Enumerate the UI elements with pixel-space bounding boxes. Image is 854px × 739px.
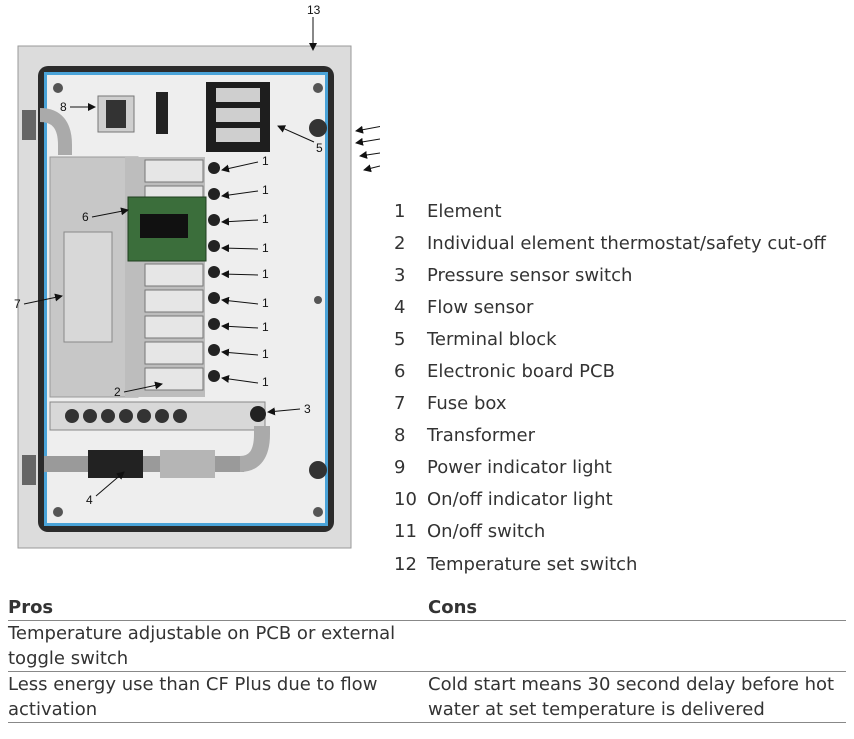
legend-item: 7 Fuse box [394, 388, 834, 420]
legend-label: Element [427, 200, 502, 222]
legend-label: Pressure sensor switch [427, 264, 633, 286]
legend-label: Transformer [427, 425, 536, 447]
svg-text:1: 1 [262, 296, 269, 310]
cons-cell: Cold start means 30 second delay before … [428, 674, 835, 720]
legend-item: 6 Electronic board PCB [394, 355, 834, 387]
legend-num: 2 [394, 232, 406, 254]
legend-label: Flow sensor [427, 296, 534, 318]
callout-7: 7 [14, 293, 63, 311]
heater-diagram: 13 8 5 9 10 11 12 6 7 2 3 4 [14, 3, 380, 549]
legend-num: 10 [394, 489, 417, 511]
legend-num: 12 [394, 553, 417, 575]
legend-item: 11 On/off switch [394, 516, 834, 548]
legend-label: Power indicator light [427, 457, 612, 479]
svg-text:6: 6 [82, 210, 89, 224]
callout-8: 8 [60, 100, 96, 114]
callout-13: 13 [307, 3, 321, 51]
pros-cell: Less energy use than CF Plus due to flow… [8, 674, 378, 720]
legend-num: 11 [394, 521, 417, 543]
legend-item: 9 Power indicator light [394, 452, 834, 484]
element-stack [144, 159, 204, 391]
callout-11: 11 [359, 151, 380, 159]
legend-label: Temperature set switch [427, 553, 638, 575]
callout-1: 1 [221, 183, 269, 199]
svg-text:1: 1 [262, 267, 269, 281]
callout-1-group: 1 1 1 1 1 1 1 1 1 [221, 154, 269, 389]
table-row: Less energy use than CF Plus due to flow… [8, 672, 846, 723]
legend-item: 4 Flow sensor [394, 291, 834, 323]
legend: 1 Element 2 Individual element thermostat/… [394, 195, 834, 580]
callout-1: 1 [221, 154, 269, 173]
legend-num: 9 [394, 457, 406, 479]
legend-num: 7 [394, 393, 406, 415]
legend-item: 8 Transformer [394, 420, 834, 452]
legend-item: 1 Element [394, 195, 834, 227]
legend-label: Terminal block [427, 328, 557, 350]
table-row: Temperature adjustable on PCB or externa… [8, 621, 846, 672]
svg-text:5: 5 [316, 141, 323, 155]
callout-3: 3 [267, 402, 311, 416]
legend-item: 12 Temperature set switch [394, 548, 834, 580]
legend-label: Individual element thermostat/safety cut… [427, 232, 826, 254]
callout-9: 9 [355, 125, 380, 134]
svg-text:3: 3 [304, 402, 311, 416]
callout-10: 10 [355, 137, 380, 146]
svg-text:1: 1 [262, 320, 269, 334]
svg-text:7: 7 [14, 297, 21, 311]
legend-num: 6 [394, 361, 406, 383]
svg-text:1: 1 [262, 154, 269, 168]
pros-header: Pros [8, 597, 54, 618]
legend-item: 10 On/off indicator light [394, 484, 834, 516]
callout-6: 6 [82, 207, 129, 224]
legend-num: 1 [394, 200, 406, 222]
svg-text:1: 1 [262, 375, 269, 389]
legend-label: Electronic board PCB [427, 361, 615, 383]
svg-text:1: 1 [262, 241, 269, 255]
pros-cell: Temperature adjustable on PCB or externa… [8, 623, 396, 669]
screw-icon [313, 83, 323, 93]
svg-text:13: 13 [307, 3, 321, 17]
table-header: Pros Cons [8, 596, 846, 621]
screw-icon [313, 507, 323, 517]
screw-icon [53, 83, 63, 93]
legend-num: 8 [394, 425, 406, 447]
cons-cell [428, 621, 846, 671]
callout-1: 1 [221, 320, 269, 334]
svg-text:1: 1 [262, 183, 269, 197]
legend-num: 5 [394, 328, 406, 350]
svg-text:2: 2 [114, 385, 121, 399]
legend-label: Fuse box [427, 393, 507, 415]
callout-1: 1 [221, 267, 269, 281]
callout-12: 12 [363, 164, 380, 173]
screw-icon [53, 507, 63, 517]
legend-num: 4 [394, 296, 406, 318]
fuse-box [63, 231, 113, 343]
callout-5: 5 [277, 125, 323, 155]
svg-text:4: 4 [86, 493, 93, 507]
legend-item: 2 Individual element thermostat/safety cu… [394, 227, 834, 259]
callout-4: 4 [86, 471, 125, 507]
pros-cons-table: Pros Cons Temperature adjustable on PCB … [8, 596, 846, 723]
cons-header: Cons [428, 597, 478, 618]
svg-text:8: 8 [60, 100, 67, 114]
legend-item: 3 Pressure sensor switch [394, 259, 834, 291]
callout-1: 1 [221, 347, 269, 361]
callout-1: 1 [221, 296, 269, 310]
svg-text:1: 1 [262, 347, 269, 361]
legend-label: On/off indicator light [427, 489, 613, 511]
callout-1: 1 [221, 375, 269, 389]
legend-label: On/off switch [427, 521, 546, 543]
svg-text:1: 1 [262, 212, 269, 226]
callout-2: 2 [114, 381, 163, 399]
callout-1: 1 [221, 241, 269, 255]
legend-num: 3 [394, 264, 406, 286]
callout-1: 1 [221, 212, 269, 226]
legend-item: 5 Terminal block [394, 323, 834, 355]
